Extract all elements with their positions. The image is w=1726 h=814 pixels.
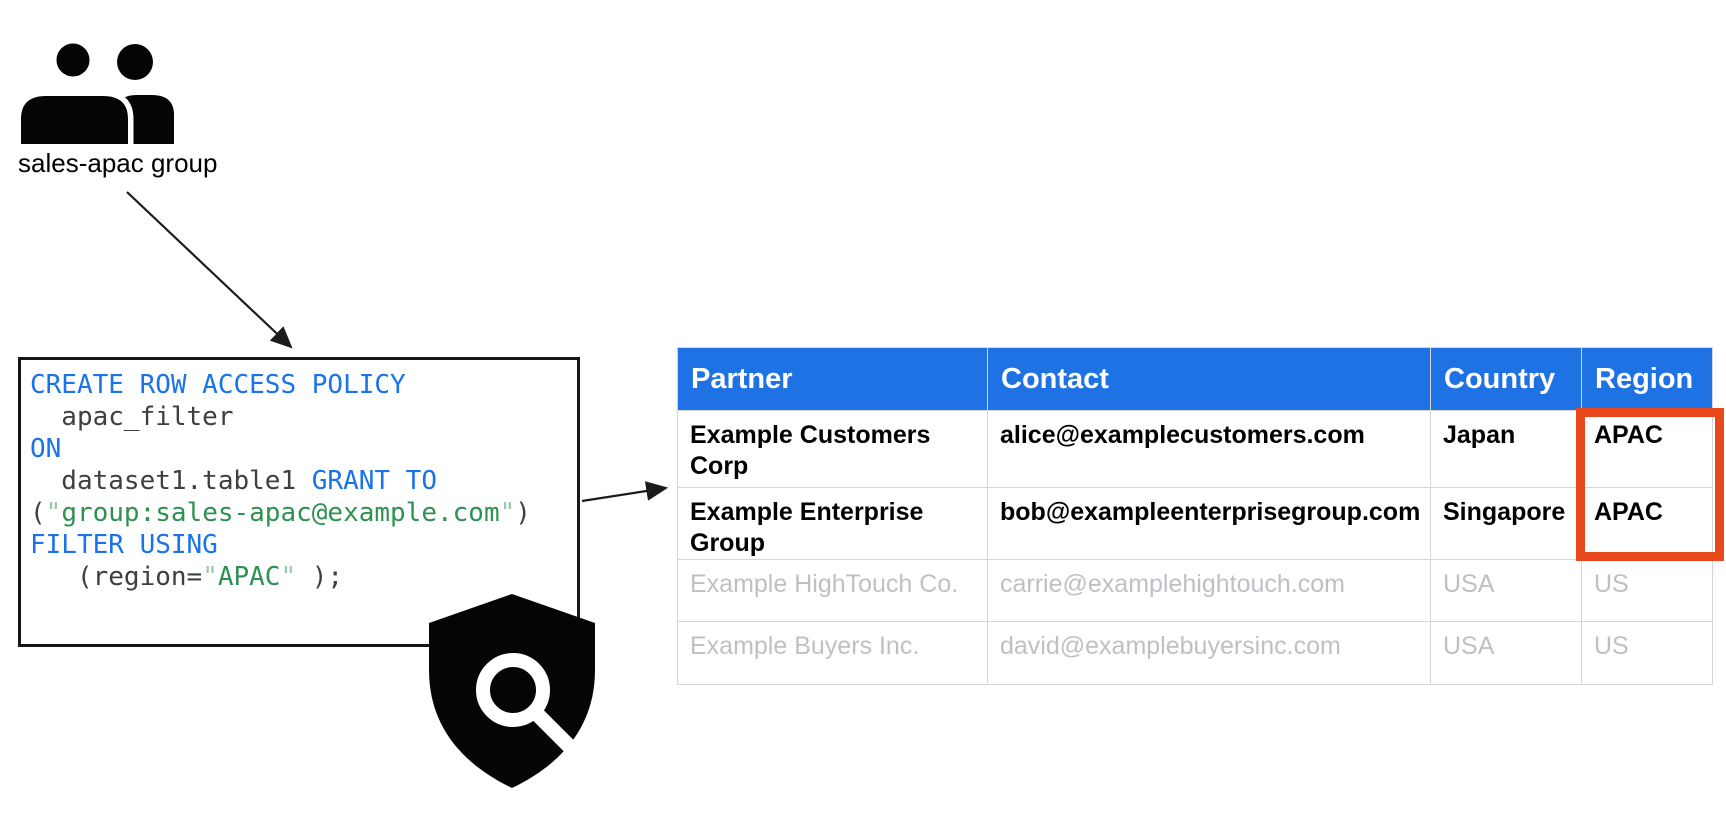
table-cell: carrie@examplehightouch.com <box>987 559 1431 622</box>
table-cell: APAC <box>1581 410 1713 488</box>
code-token: " <box>202 562 218 592</box>
column-header: Partner <box>677 347 988 411</box>
table-row: Example HighTouch Co.carrie@examplehight… <box>677 559 1713 622</box>
code-token: dataset1.table1 <box>30 466 312 496</box>
code-line: apac_filter <box>30 401 577 433</box>
code-token: ( <box>30 498 46 528</box>
code-line: (region="APAC" ); <box>30 561 577 593</box>
table-cell: Example HighTouch Co. <box>677 559 988 622</box>
code-line: ON <box>30 433 577 465</box>
code-token: " <box>499 498 516 528</box>
table-cell: APAC <box>1581 487 1713 560</box>
code-token: GRANT TO <box>311 466 437 496</box>
code-token: " <box>45 498 62 528</box>
code-line: ("group:sales-apac@example.com") <box>30 497 577 529</box>
table-cell: Japan <box>1430 410 1582 488</box>
table-cell: david@examplebuyersinc.com <box>987 621 1431 685</box>
table-cell: Example Buyers Inc. <box>677 621 988 685</box>
code-token: FILTER USING <box>30 530 218 560</box>
table-cell: US <box>1581 621 1713 685</box>
shield-search-icon <box>429 594 595 788</box>
code-token: group:sales-apac@example.com <box>61 498 500 528</box>
code-token: " <box>280 562 297 592</box>
table-cell: USA <box>1430 559 1582 622</box>
arrow-policy-to-table <box>581 481 669 503</box>
code-token: APAC <box>217 562 281 592</box>
code-line: FILTER USING <box>30 529 577 561</box>
code-token: ) <box>515 498 531 528</box>
group-icon <box>18 38 174 146</box>
code-token: ON <box>30 434 62 464</box>
column-header: Contact <box>987 347 1431 411</box>
table-cell: Example Enterprise Group <box>677 487 988 560</box>
table-row: Example Buyers Inc.david@examplebuyersin… <box>677 621 1713 685</box>
table-cell: US <box>1581 559 1713 622</box>
code-token: (region= <box>30 562 203 592</box>
group-label: sales-apac group <box>18 148 218 178</box>
code-line: CREATE ROW ACCESS POLICY <box>30 369 577 401</box>
code-token: CREATE ROW ACCESS POLICY <box>30 370 406 400</box>
code-token: ); <box>296 562 344 592</box>
code-token: apac_filter <box>30 402 234 432</box>
table-cell: Singapore <box>1430 487 1582 560</box>
table-cell: USA <box>1430 621 1582 685</box>
table-cell: bob@exampleenterprisegroup.com <box>987 487 1431 560</box>
column-header: Region <box>1581 347 1713 411</box>
arrow-group-to-policy <box>126 191 293 349</box>
table-cell: alice@examplecustomers.com <box>987 410 1431 488</box>
table-cell: Example Customers Corp <box>677 410 988 488</box>
column-header: Country <box>1430 347 1582 411</box>
code-line: dataset1.table1 GRANT TO <box>30 465 577 497</box>
